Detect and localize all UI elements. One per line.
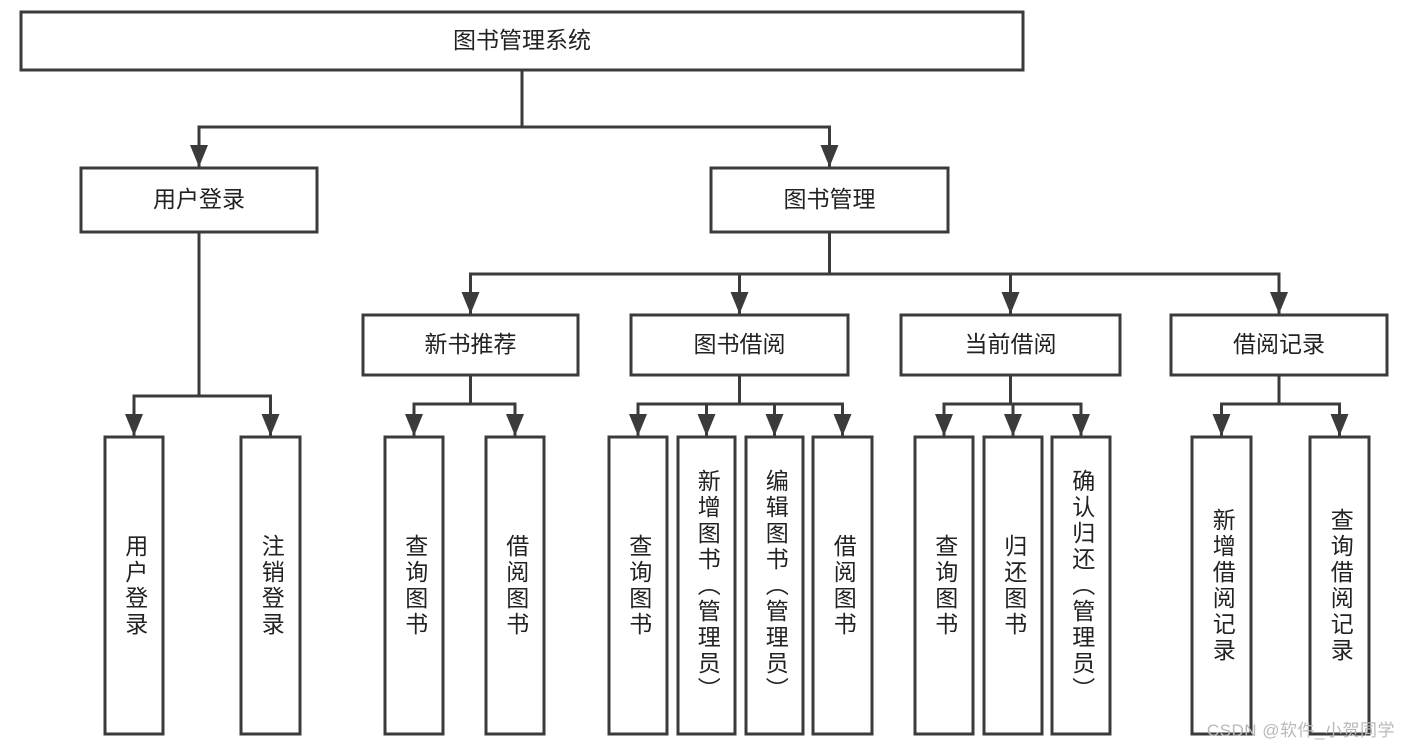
node-level2-用户登录[interactable]	[79, 166, 319, 234]
node-level3-label-0: 新书推荐	[425, 331, 517, 357]
node-level3-图书借阅[interactable]	[629, 313, 850, 377]
arrow-head-icon	[261, 414, 280, 436]
arrow-head-icon	[1004, 414, 1022, 436]
node-level3-label-2: 当前借阅	[965, 331, 1057, 357]
arrow-head-icon	[1212, 414, 1231, 436]
arrow-head-icon	[1270, 292, 1288, 314]
node-leaf-当前借阅-查询图书[interactable]	[913, 435, 975, 736]
arrow-head-icon	[697, 414, 716, 436]
arrow-head-icon	[765, 414, 784, 436]
node-leaf-当前借阅-归还图书[interactable]	[982, 435, 1044, 736]
node-level2-label-1: 图书管理	[784, 186, 876, 212]
arrow-head-icon	[1001, 292, 1020, 314]
node-leaf-图书借阅-编辑图书管理员[interactable]	[744, 435, 805, 736]
arrow-head-icon	[125, 414, 143, 436]
csdn-watermark: CSDN @软件_小贺同学	[1206, 721, 1395, 740]
arrow-head-icon	[405, 414, 423, 436]
node-level2-图书管理[interactable]	[709, 166, 950, 234]
arrow-head-icon	[1330, 414, 1349, 436]
node-level3-当前借阅[interactable]	[899, 313, 1122, 377]
node-leaf-借阅记录-新增借阅记录[interactable]	[1190, 435, 1253, 736]
arrow-head-icon	[1072, 414, 1090, 436]
node-leaf-新书推荐-借阅图书[interactable]	[484, 435, 546, 736]
arrow-head-icon	[506, 414, 524, 436]
arrow-head-icon	[629, 414, 647, 436]
node-level3-新书推荐[interactable]	[361, 313, 580, 377]
node-level2-label-0: 用户登录	[153, 186, 245, 212]
node-leaf-用户登录-注销登录[interactable]	[239, 435, 302, 736]
arrow-head-icon	[190, 145, 208, 167]
node-leaf-借阅记录-查询借阅记录[interactable]	[1308, 435, 1371, 736]
arrow-head-icon	[730, 292, 749, 314]
node-leaf-图书借阅-新增图书管理员[interactable]	[676, 435, 737, 736]
node-leaf-当前借阅-确认归还管理员[interactable]	[1050, 435, 1112, 736]
arrow-head-icon	[833, 414, 852, 436]
node-level3-label-1: 图书借阅	[694, 331, 786, 357]
node-root-图书管理系统[interactable]	[19, 10, 1025, 72]
node-level3-借阅记录[interactable]	[1169, 313, 1389, 377]
node-leaf-图书借阅-借阅图书[interactable]	[811, 435, 874, 736]
arrow-head-icon	[935, 414, 953, 436]
node-root-label: 图书管理系统	[453, 27, 591, 53]
connector-layer	[125, 68, 1349, 438]
node-leaf-图书借阅-查询图书[interactable]	[607, 435, 669, 736]
arrow-head-icon	[820, 145, 839, 167]
node-layer	[19, 10, 1389, 736]
node-leaf-用户登录-用户登录[interactable]	[103, 435, 165, 736]
node-level3-label-3: 借阅记录	[1233, 331, 1325, 357]
node-leaf-新书推荐-查询图书[interactable]	[383, 435, 445, 736]
arrow-head-icon	[461, 292, 480, 314]
